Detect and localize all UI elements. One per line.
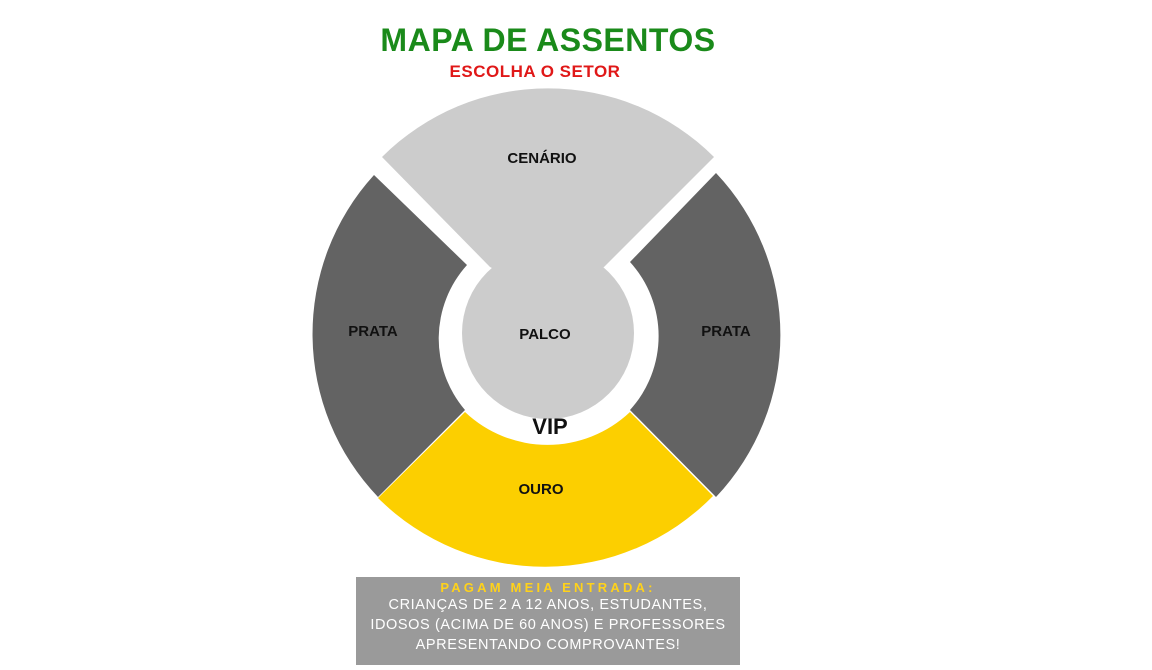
half-price-notice: PAGAM MEIA ENTRADA: CRIANÇAS DE 2 A 12 A… bbox=[356, 577, 740, 665]
sector-ouro[interactable] bbox=[378, 412, 713, 567]
label-palco: PALCO bbox=[519, 326, 571, 343]
label-prata-right: PRATA bbox=[701, 323, 751, 340]
notice-title: PAGAM MEIA ENTRADA: bbox=[440, 580, 656, 595]
stage-palco[interactable] bbox=[462, 247, 634, 419]
notice-line: APRESENTANDO COMPROVANTES! bbox=[415, 637, 681, 653]
label-cenario: CENÁRIO bbox=[507, 150, 577, 167]
label-ouro: OURO bbox=[519, 481, 564, 498]
notice-line: IDOSOS (ACIMA DE 60 ANOS) E PROFESSORES bbox=[370, 617, 726, 633]
sector-prata-left[interactable] bbox=[312, 175, 467, 497]
page-subtitle: ESCOLHA O SETOR bbox=[449, 62, 621, 81]
page-title: MAPA DE ASSENTOS bbox=[380, 22, 716, 58]
sector-cenario[interactable] bbox=[382, 88, 714, 298]
notice-line: CRIANÇAS DE 2 A 12 ANOS, ESTUDANTES, bbox=[388, 597, 708, 613]
label-prata-left: PRATA bbox=[348, 323, 398, 340]
label-vip[interactable]: VIP bbox=[532, 414, 567, 439]
sector-prata-right[interactable] bbox=[630, 173, 781, 497]
